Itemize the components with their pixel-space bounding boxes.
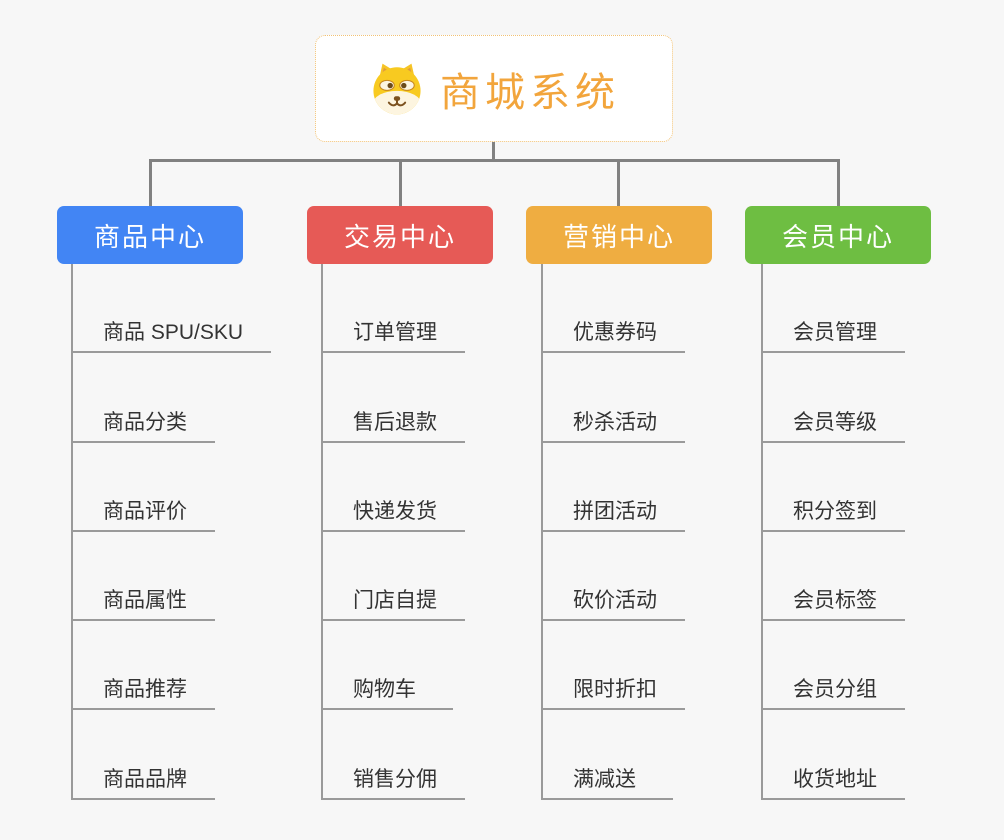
branch-column-trade-center: 订单管理 售后退款 快递发货 门店自提 购物车 销售分佣	[321, 264, 465, 800]
branch-node-trade-center[interactable]: 交易中心	[307, 206, 493, 264]
leaf-node[interactable]: 商品分类	[73, 353, 215, 443]
leaf-node[interactable]: 订单管理	[323, 264, 465, 354]
leaf-node[interactable]: 会员标签	[763, 532, 905, 622]
root-title: 商城系统	[440, 70, 620, 115]
connector-horizontal	[149, 159, 840, 162]
leaf-node[interactable]: 商品 SPU/SKU	[73, 264, 272, 354]
connector-drop-4	[837, 159, 840, 207]
branch-column-member-center: 会员管理 会员等级 积分签到 会员标签 会员分组 收货地址	[761, 264, 905, 800]
leaf-node[interactable]: 秒杀活动	[543, 353, 685, 443]
leaf-node[interactable]: 砍价活动	[543, 532, 685, 622]
connector-root-stub	[492, 142, 495, 161]
leaf-node[interactable]: 会员分组	[763, 621, 905, 711]
branch-node-marketing-center[interactable]: 营销中心	[526, 206, 712, 264]
root-node[interactable]: 商城系统	[315, 35, 673, 142]
dog-face-icon	[368, 60, 426, 118]
leaf-node[interactable]: 满减送	[543, 710, 673, 800]
connector-drop-3	[617, 159, 620, 207]
leaf-node[interactable]: 会员等级	[763, 353, 905, 443]
leaf-node[interactable]: 商品属性	[73, 532, 215, 622]
leaf-node[interactable]: 商品推荐	[73, 621, 215, 711]
leaf-node[interactable]: 会员管理	[763, 264, 905, 354]
leaf-node[interactable]: 购物车	[323, 621, 453, 711]
branch-column-marketing-center: 优惠券码 秒杀活动 拼团活动 砍价活动 限时折扣 满减送	[541, 264, 685, 800]
leaf-node[interactable]: 收货地址	[763, 710, 905, 800]
branch-column-product-center: 商品 SPU/SKU 商品分类 商品评价 商品属性 商品推荐 商品品牌	[71, 264, 272, 800]
branch-node-member-center[interactable]: 会员中心	[745, 206, 931, 264]
leaf-node[interactable]: 销售分佣	[323, 710, 465, 800]
leaf-node[interactable]: 商品评价	[73, 443, 215, 532]
branch-node-product-center[interactable]: 商品中心	[57, 206, 243, 264]
leaf-node[interactable]: 优惠券码	[543, 264, 685, 354]
leaf-node[interactable]: 拼团活动	[543, 443, 685, 532]
leaf-node[interactable]: 积分签到	[763, 443, 905, 532]
leaf-node[interactable]: 商品品牌	[73, 710, 215, 800]
leaf-node[interactable]: 门店自提	[323, 532, 465, 622]
connector-drop-2	[399, 159, 402, 207]
connector-drop-1	[149, 159, 152, 207]
leaf-node[interactable]: 限时折扣	[543, 621, 685, 711]
leaf-node[interactable]: 售后退款	[323, 353, 465, 443]
leaf-node[interactable]: 快递发货	[323, 443, 465, 532]
